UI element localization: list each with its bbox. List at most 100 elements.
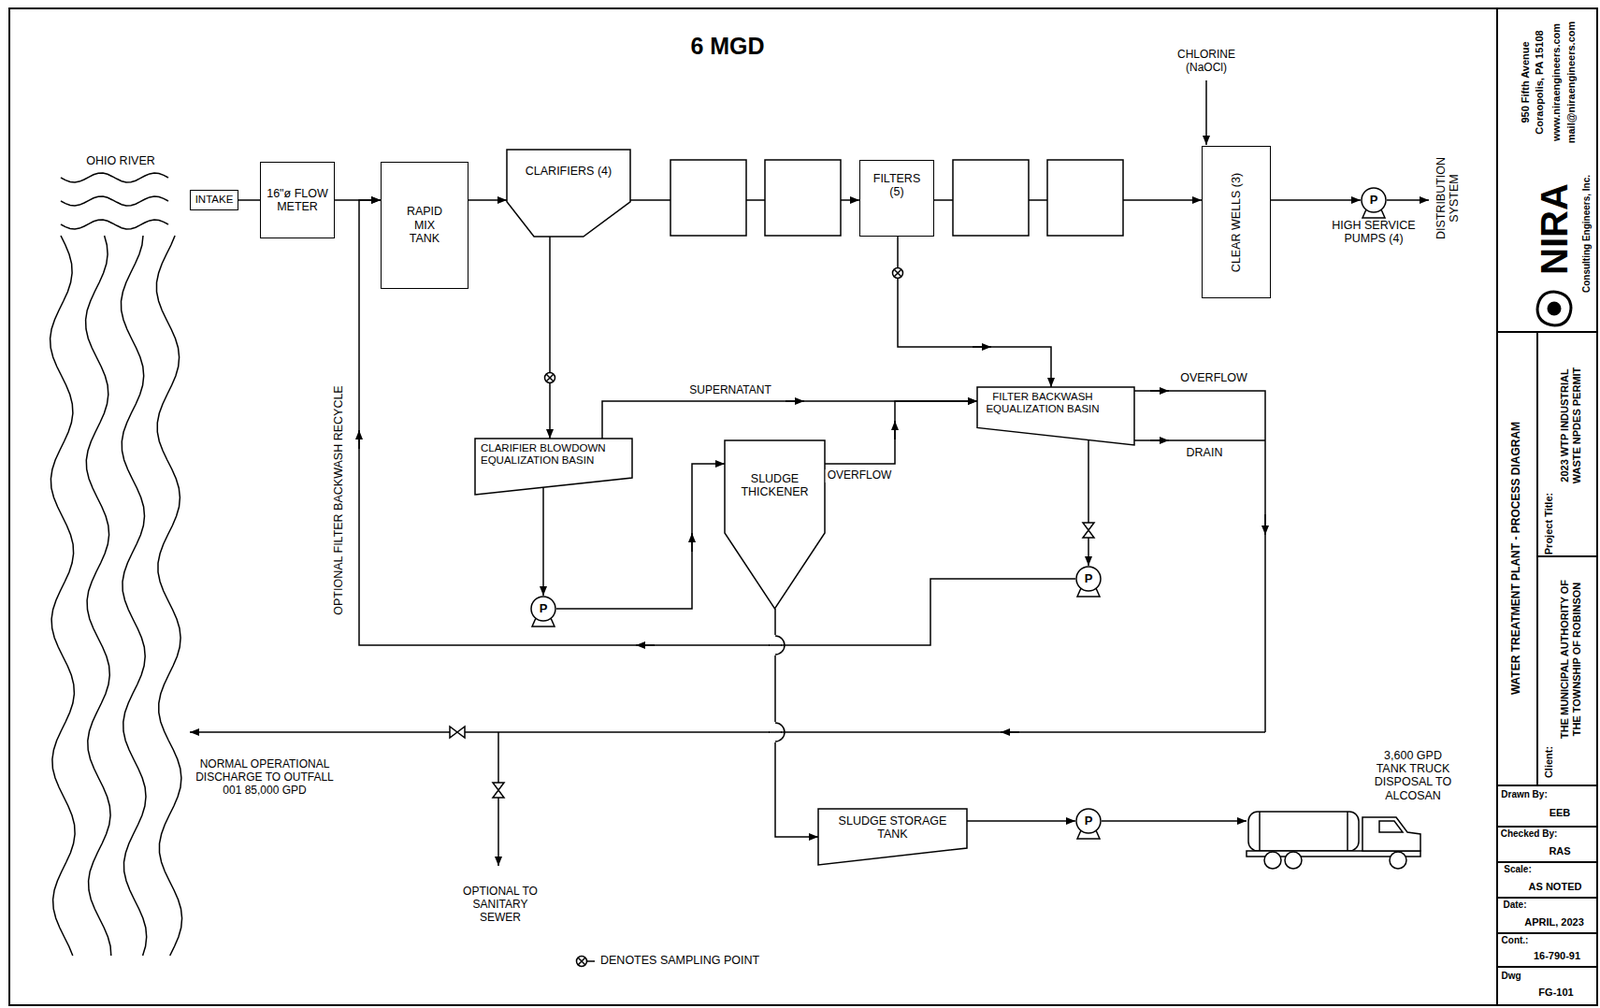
sampling-point <box>545 268 1120 967</box>
tank-shape <box>818 808 967 865</box>
flow-line <box>1205 80 1208 145</box>
drawing-label: 16-790-91 <box>1533 950 1581 963</box>
edge-label: OVERFLOW <box>825 469 894 483</box>
flow-line <box>1270 199 1361 202</box>
drawing-label: WATER TREATMENT PLANT - PROCESS DIAGRAM <box>1510 421 1524 695</box>
river-waves <box>50 172 183 956</box>
diagram-title: 6 MGD <box>690 32 764 60</box>
drawing-label: Date: <box>1502 899 1527 911</box>
pump-symbol: P <box>1075 807 1102 835</box>
box-text: P <box>1084 572 1094 587</box>
flow-line <box>966 820 1076 822</box>
tank-shape <box>724 440 825 609</box>
flow-line <box>238 199 260 202</box>
drawing-label: Checked By: <box>1500 828 1558 840</box>
intake-box: INTAKE <box>189 189 239 211</box>
equalization-basin: FILTER BACKWASH EQUALIZATION BASIN <box>977 387 1135 446</box>
box-text: INTAKE <box>195 193 234 206</box>
drawing-label: www.niraengineers.com <box>1550 23 1563 142</box>
truck-parts <box>1246 811 1421 869</box>
truck-drawing <box>1246 806 1425 872</box>
tank-band <box>1258 811 1261 851</box>
flow-line <box>548 236 551 439</box>
logo-swirl <box>1537 291 1572 326</box>
cab-window <box>1379 821 1403 833</box>
box-text: CLEAR WELLS (3) <box>1229 172 1243 272</box>
tank-outline <box>724 440 825 609</box>
cab <box>1362 817 1421 851</box>
drawing-label: Drawn By: <box>1500 789 1547 801</box>
sludge-storage-tank: SLUDGE STORAGE TANK <box>818 808 967 865</box>
drawing-label: OPTIONAL FILTER BACKWASH RECYCLE <box>331 385 346 615</box>
box-text: SLUDGE THICKENER <box>730 472 820 500</box>
pump-circle <box>1076 566 1101 591</box>
wheel <box>1389 851 1407 869</box>
pump-symbol: P <box>530 595 557 622</box>
box-heading: HIGH SERVICE PUMPS (4) <box>1322 218 1426 246</box>
drawing-label: FG-101 <box>1538 986 1573 999</box>
filter-box: FILTERS (5) <box>859 159 935 237</box>
flow-line <box>602 401 978 439</box>
box-text: P <box>1084 814 1094 829</box>
drawing-label: APRIL, 2023 <box>1524 916 1585 929</box>
drawing-label: Cont.: <box>1501 935 1529 947</box>
box-text: FILTER BACKWASH EQUALIZATION BASIN <box>982 390 1103 416</box>
box-text: CLARIFIERS (4) <box>525 164 612 178</box>
pump-symbol: PHIGH SERVICE PUMPS (4) <box>1360 187 1387 214</box>
drawing-label: RAS <box>1548 845 1571 858</box>
river-wave <box>60 196 169 206</box>
drawing-label: Consulting Engineers, Inc. <box>1581 174 1593 293</box>
edge-label: SUPERNATANT <box>687 384 774 398</box>
rapid-mix-tank: RAPID MIX TANK <box>380 161 469 289</box>
box-text: SLUDGE STORAGE TANK <box>823 814 962 842</box>
box-text: FILTERS (5) <box>869 172 924 200</box>
box-text: P <box>1369 193 1379 208</box>
river-wave <box>157 235 183 956</box>
drawing-label: OVERFLOW <box>1180 371 1248 385</box>
drawing-label: NORMAL OPERATIONAL DISCHARGE TO OUTFALL … <box>189 758 340 797</box>
wheel <box>1284 851 1302 869</box>
drawing-frame <box>9 8 1598 1006</box>
drawing-label: Client: <box>1542 746 1556 779</box>
flow-line <box>1087 436 1090 566</box>
process-box <box>670 159 1124 236</box>
drawing-label: 2023 WTP INDUSTRIAL WASTE NPDES PERMIT <box>1558 355 1583 496</box>
drawing-label: Project Title: <box>1542 492 1556 555</box>
drawing-label: DRAIN <box>1186 446 1224 460</box>
title-block-lines <box>1497 8 1598 1006</box>
flow-line <box>468 199 507 202</box>
drawing-label: CHLORINE (NaOCl) <box>1168 48 1244 75</box>
flow-line <box>189 346 1266 866</box>
pump-circle <box>1361 187 1386 213</box>
tank-shape <box>506 149 631 237</box>
tank-band <box>1346 811 1349 851</box>
drawing-label: NIRA <box>1535 183 1573 275</box>
sludge-thickener: SLUDGE THICKENER <box>724 440 825 609</box>
river-wave <box>86 235 112 956</box>
pump-circle <box>1076 808 1101 834</box>
drawing-label: Scale: <box>1503 864 1531 876</box>
flow-line <box>1386 199 1429 202</box>
tank-shape <box>475 438 633 495</box>
equalization-basin: CLARIFIER BLOWDOWN EQUALIZATION BASIN <box>475 438 633 495</box>
flow-line <box>775 608 819 837</box>
clarifier-tank: CLARIFIERS (4) <box>506 149 631 237</box>
legend-text: DENOTES SAMPLING POINT <box>600 953 760 967</box>
tank-truck: 3,600 GPD TANK TRUCK DISPOSAL TO ALCOSAN <box>1246 806 1425 872</box>
river-wave <box>50 235 76 956</box>
drawing-label: EEB <box>1549 807 1572 820</box>
drawing-label: OHIO RIVER <box>86 154 156 168</box>
flow-line <box>542 487 545 596</box>
drawing-label: AS NOTED <box>1528 880 1583 894</box>
wheel <box>1264 851 1282 869</box>
box-text: RAPID MIX TANK <box>398 204 451 246</box>
flow-line <box>556 463 725 609</box>
tank <box>1248 811 1359 851</box>
drawing-label: Dwg <box>1500 970 1521 982</box>
drawing-label: 950 Fifth Avenue <box>1519 41 1532 123</box>
pipe-crossing-hop <box>768 634 785 743</box>
flow-line <box>897 236 1052 388</box>
box-text: CLARIFIER BLOWDOWN EQUALIZATION BASIN <box>480 442 627 467</box>
box-text: 3,600 GPD TANK TRUCK DISPOSAL TO ALCOSAN <box>1373 749 1453 804</box>
